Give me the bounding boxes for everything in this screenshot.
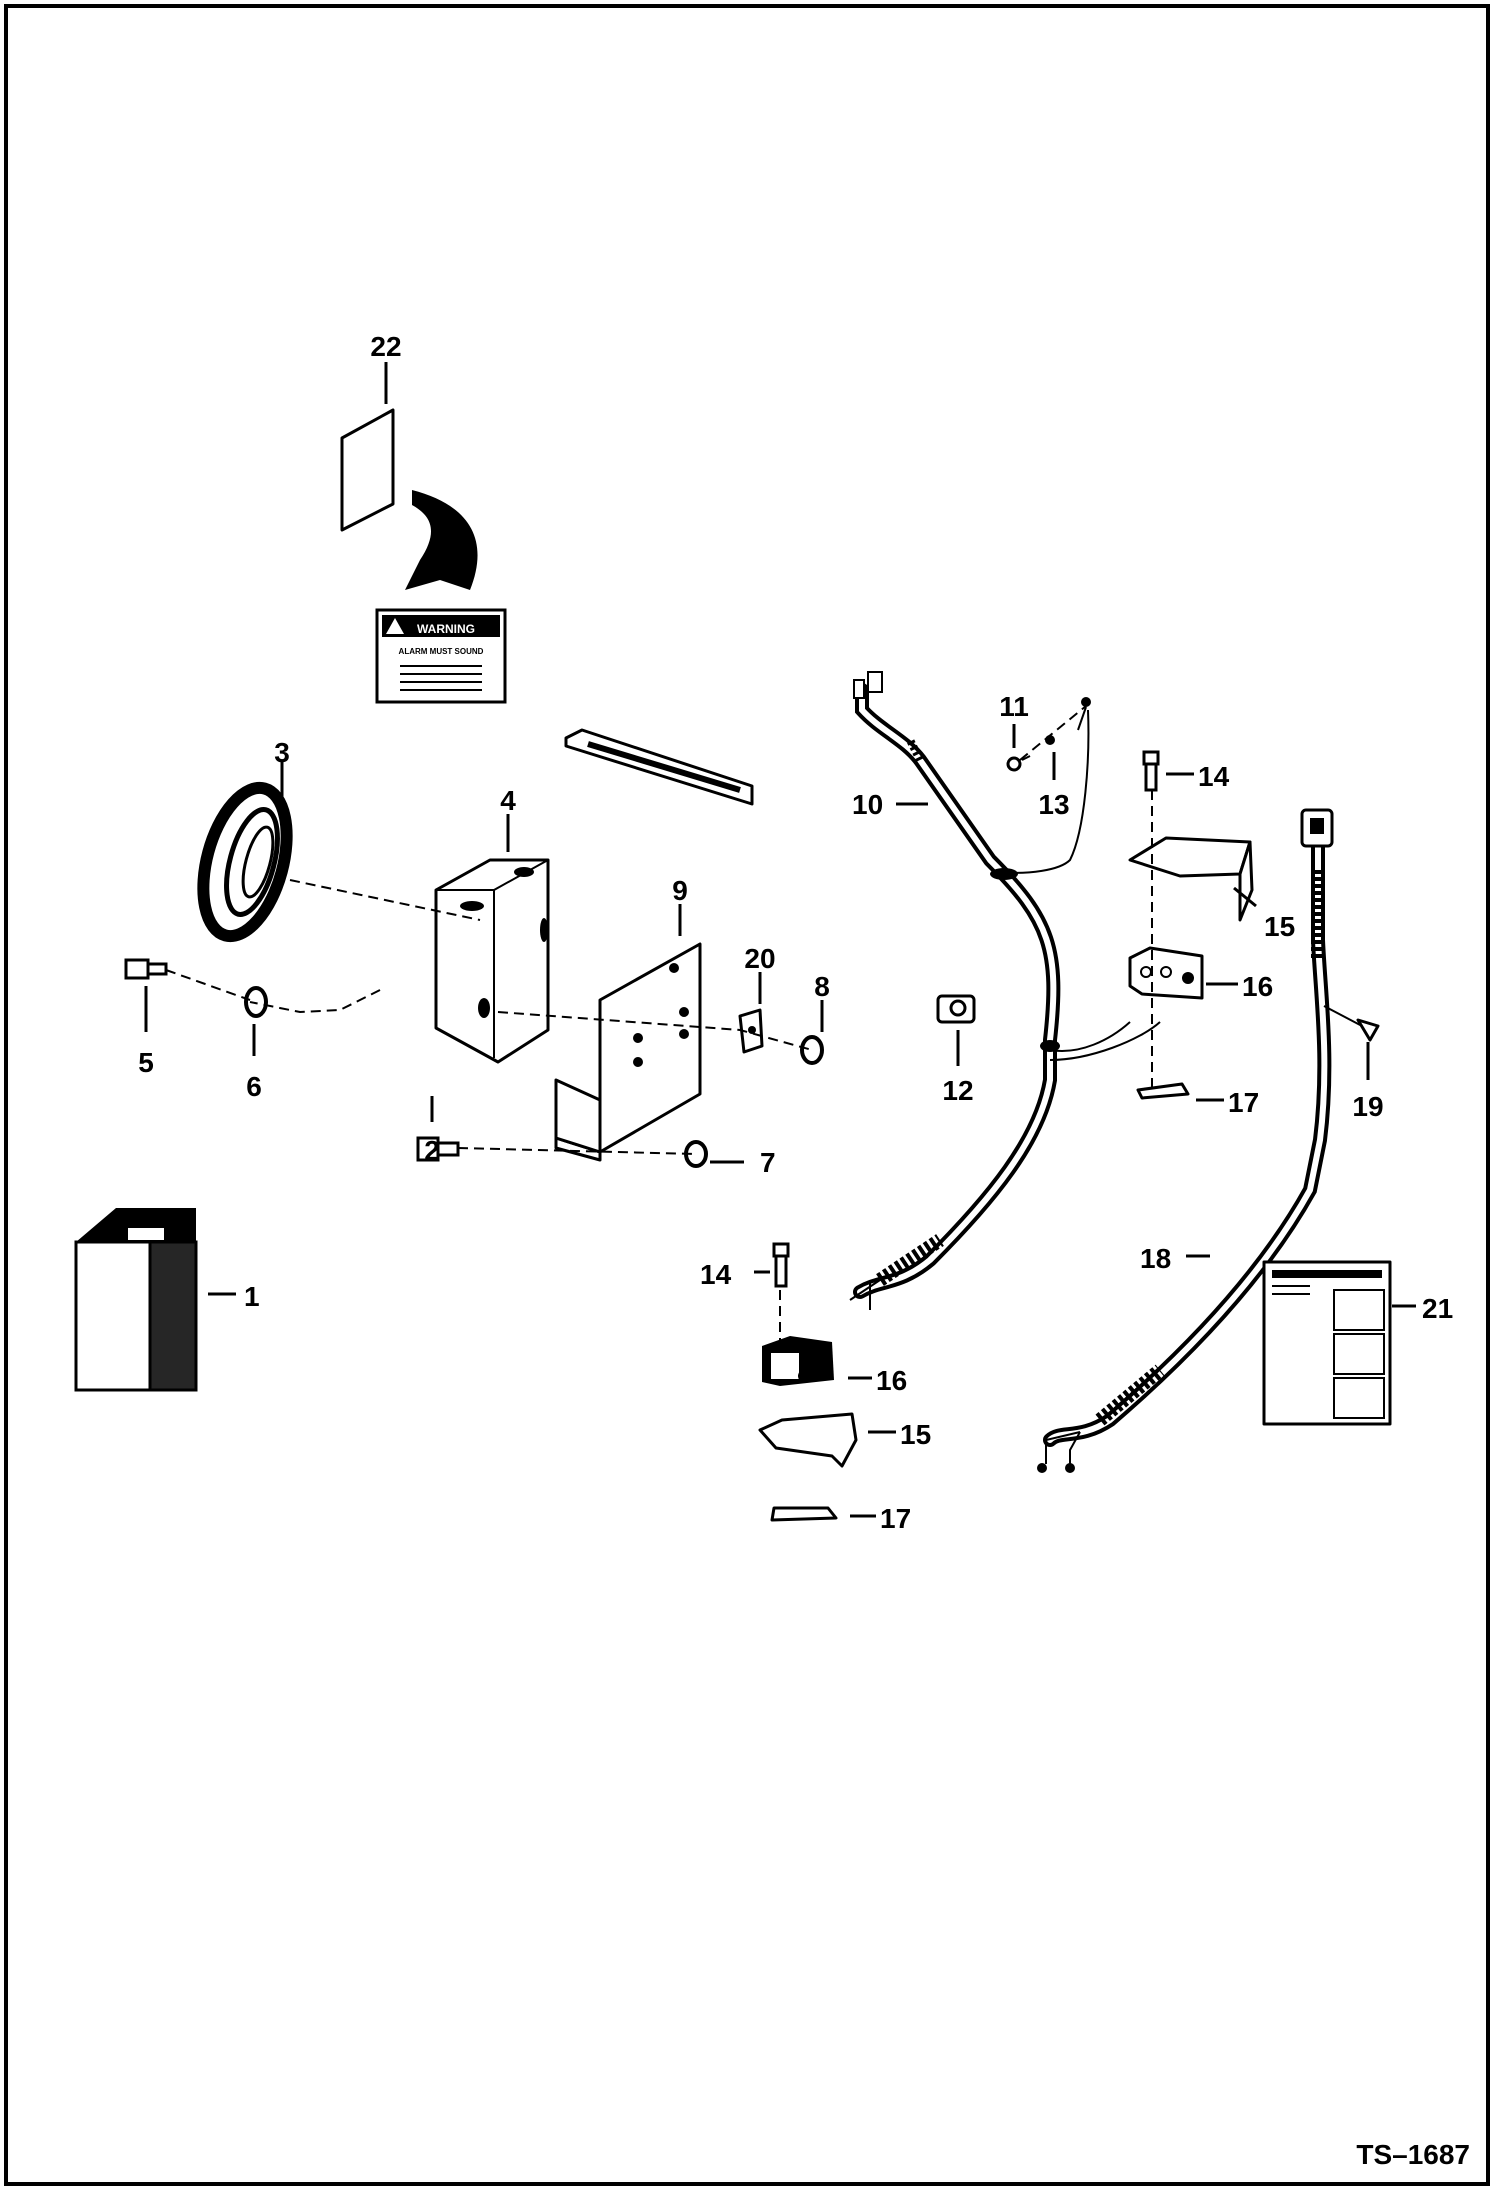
assembly-lines <box>165 705 1153 1340</box>
callout-6: 6 <box>246 1071 262 1102</box>
callout-8: 8 <box>814 971 830 1002</box>
part-12-clamp <box>936 994 976 1024</box>
callout-15-lower: 15 <box>900 1419 931 1450</box>
diagram-frame <box>4 4 1490 2186</box>
part-1-carton <box>74 1208 198 1392</box>
part-20-clip <box>738 1008 764 1054</box>
part-4-bracket <box>434 858 550 1064</box>
callout-20: 20 <box>744 943 775 974</box>
callout-17-lower: 17 <box>880 1503 911 1534</box>
part-16-upper-switch <box>1128 946 1204 1000</box>
part-16-lower-switch <box>762 1336 834 1386</box>
callout-9: 9 <box>672 875 688 906</box>
callout-2: 2 <box>424 1135 440 1166</box>
callout-18: 18 <box>1140 1243 1171 1274</box>
callout-22: 22 <box>370 331 401 362</box>
part-2-bolt <box>416 1136 460 1162</box>
cable-tie <box>564 728 754 806</box>
warning-decal: WARNING ALARM MUST SOUND <box>375 608 507 704</box>
part-6-washer <box>244 986 268 1018</box>
curved-arrow <box>405 490 478 590</box>
callout-16-upper: 16 <box>1242 971 1273 1002</box>
callout-11: 11 <box>999 691 1029 722</box>
part-18-harness <box>1037 808 1363 1473</box>
part-5-bolt <box>124 958 168 980</box>
part-3-alarm <box>197 781 293 943</box>
decal-title: WARNING <box>417 622 475 636</box>
callout-15-upper: 15 <box>1264 911 1295 942</box>
callout-21: 21 <box>1422 1293 1453 1324</box>
part-17-upper-shim <box>1136 1082 1190 1100</box>
part-10-harness <box>849 671 1161 1310</box>
callout-4: 4 <box>500 785 516 816</box>
part-19-terminal <box>1356 1018 1380 1042</box>
callout-10: 10 <box>852 789 883 820</box>
part-22-decal-sheet <box>340 408 395 532</box>
part-21-manual <box>1262 1260 1392 1426</box>
callout-13: 13 <box>1038 789 1069 820</box>
part-14-upper-bolt <box>1142 750 1160 792</box>
warning-triangle-icon <box>386 618 404 634</box>
callout-7: 7 <box>760 1147 776 1178</box>
callouts: 22 3 4 9 20 8 5 6 2 7 1 10 11 13 14 15 1… <box>138 331 1453 1534</box>
callout-1: 1 <box>244 1281 260 1312</box>
callout-19: 19 <box>1352 1091 1383 1122</box>
callout-16-lower: 16 <box>876 1365 907 1396</box>
callout-5: 5 <box>138 1047 154 1078</box>
part-14-lower-bolt <box>772 1242 790 1288</box>
callout-12: 12 <box>942 1075 973 1106</box>
ring-terminal <box>1077 697 1091 731</box>
drawing-reference: TS–1687 <box>1356 2139 1470 2170</box>
callout-14-lower: 14 <box>700 1259 732 1290</box>
part-9-plate <box>554 942 702 1162</box>
callout-3: 3 <box>274 737 290 768</box>
leader-lines <box>144 362 1416 1518</box>
part-17-lower-shim <box>770 1506 838 1522</box>
part-15-lower-bracket <box>758 1412 858 1468</box>
callout-14-upper: 14 <box>1198 761 1230 792</box>
part-8-nut <box>800 1035 824 1065</box>
part-15-upper-bracket <box>1128 836 1254 922</box>
decal-subtitle: ALARM MUST SOUND <box>399 647 484 656</box>
part-11-screw <box>1006 755 1031 772</box>
callout-17-upper: 17 <box>1228 1087 1259 1118</box>
